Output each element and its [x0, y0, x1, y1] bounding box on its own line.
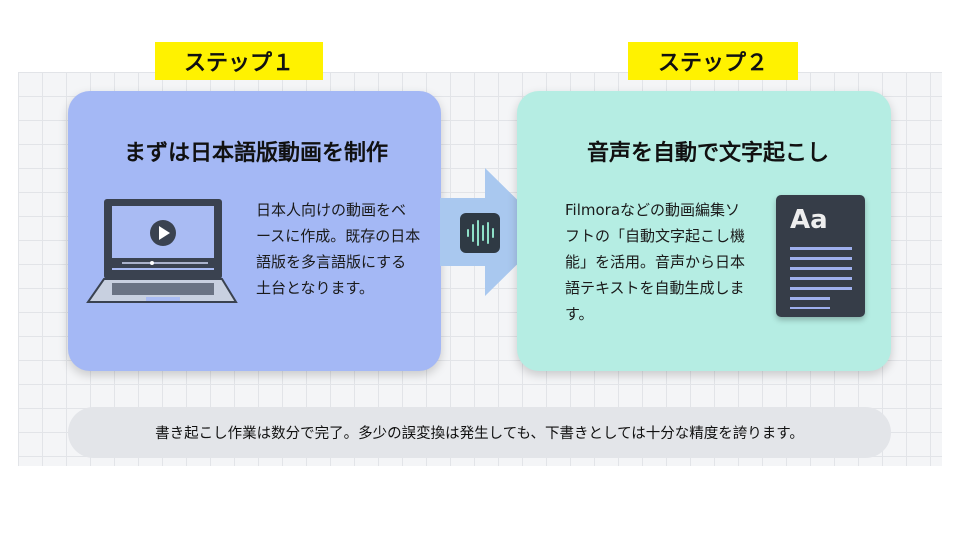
- document-icon: Aa: [776, 195, 865, 317]
- step-2-title: 音声を自動で文字起こし: [587, 141, 830, 166]
- step-2-card: 音声を自動で文字起こし Filmoraなどの動画編集ソフトの「自動文字起こし機能…: [517, 91, 891, 371]
- laptop-video-icon: [86, 199, 238, 303]
- step-1-label: ステップ１: [155, 42, 323, 80]
- step-1-title: まずは日本語版動画を制作: [124, 141, 389, 166]
- audio-wave-icon: [460, 213, 500, 253]
- step-2-description: Filmoraなどの動画編集ソフトの「自動文字起こし機能」を活用。音声から日本語…: [565, 201, 746, 323]
- step-2-label: ステップ２: [628, 42, 798, 80]
- document-icon-text: Aa: [790, 205, 828, 235]
- arrow-icon: [440, 168, 550, 296]
- summary-banner: 書き起こし作業は数分で完了。多少の誤変換は発生しても、下書きとしては十分な精度を…: [68, 407, 891, 458]
- step-1-description: 日本人向けの動画をベースに作成。既存の日本語版を多言語版にする土台となります。: [256, 201, 421, 297]
- step-1-card: まずは日本語版動画を制作 日本人向けの動画をベースに作成。既存の日本語版を多言語…: [68, 91, 441, 371]
